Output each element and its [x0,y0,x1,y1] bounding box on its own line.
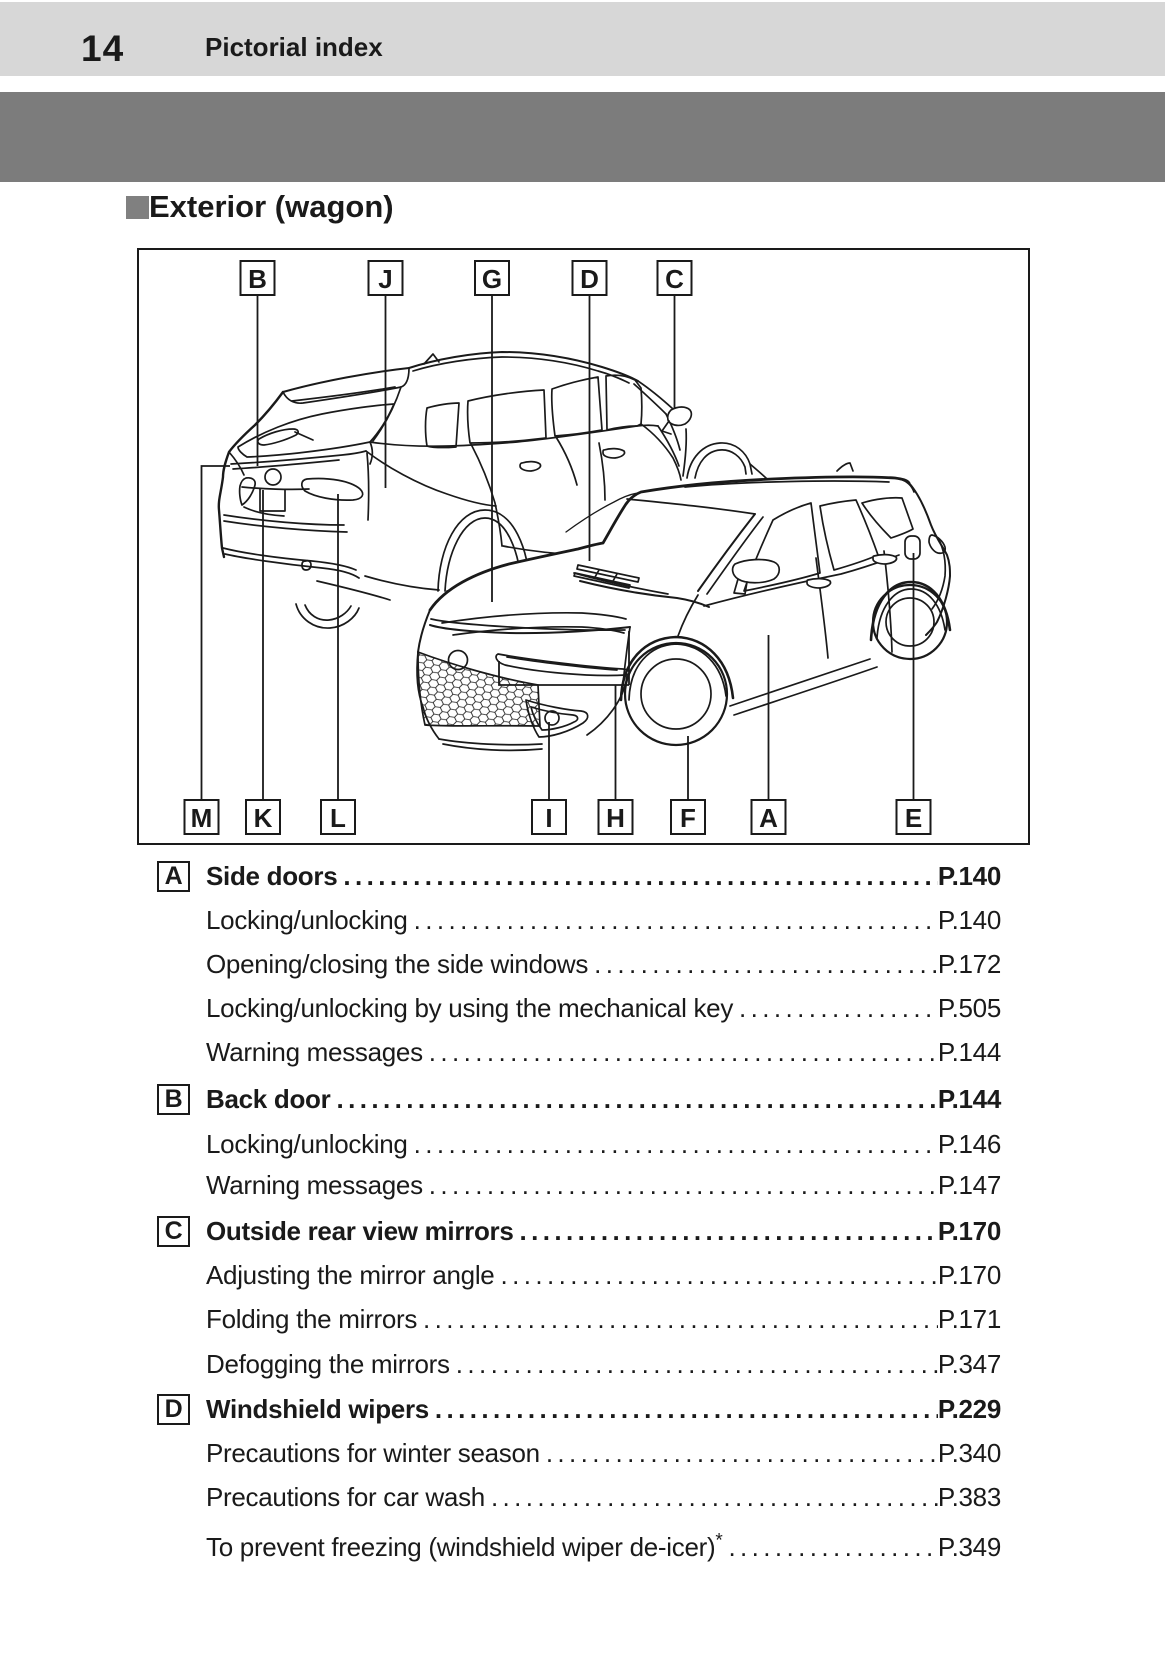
svg-text:K: K [254,803,273,833]
svg-text:L: L [330,803,346,833]
svg-text:D: D [580,264,599,294]
svg-text:C: C [665,264,684,294]
svg-text:B: B [248,264,267,294]
svg-text:E: E [905,803,922,833]
svg-text:G: G [482,264,502,294]
svg-text:F: F [680,803,696,833]
svg-text:I: I [545,803,552,833]
svg-text:M: M [191,803,213,833]
svg-text:A: A [759,803,778,833]
svg-text:J: J [378,264,392,294]
svg-text:H: H [606,803,625,833]
